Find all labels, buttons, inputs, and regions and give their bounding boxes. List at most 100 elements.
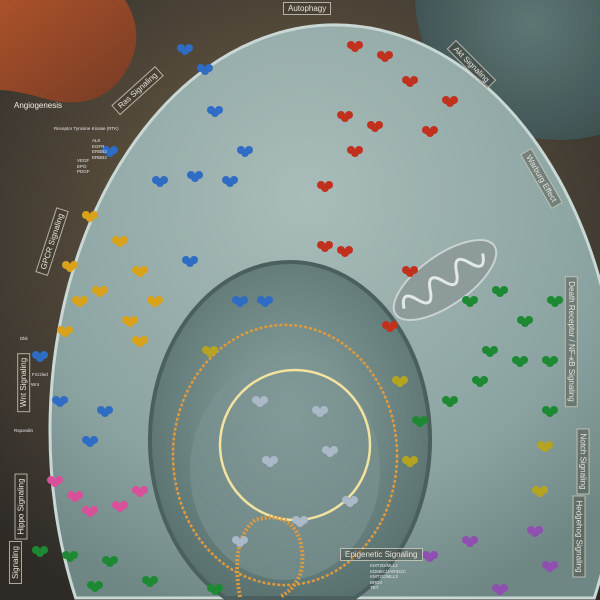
protein-blob: [550, 561, 558, 569]
protein-blob: [385, 51, 393, 59]
wnt-dkk: Dkk: [20, 336, 28, 341]
protein-blob: [345, 246, 353, 254]
protein-blob: [500, 584, 508, 592]
ligand: PDGF: [77, 169, 90, 174]
mitochondrion: [392, 238, 498, 322]
protein-blob: [190, 256, 198, 264]
protein-blob: [120, 501, 128, 509]
protein-blob: [550, 406, 558, 414]
protein-blob: [480, 376, 488, 384]
protein-blob: [80, 296, 88, 304]
protein-blob: [195, 171, 203, 179]
protein-blob: [155, 296, 163, 304]
label-notch-signaling: Notch Signaling: [576, 428, 590, 495]
protein-blob: [150, 576, 158, 584]
protein-blob: [230, 176, 238, 184]
protein-blob: [210, 346, 218, 354]
gene: KMT2C/MLL3: [370, 574, 398, 579]
protein-blob: [60, 396, 68, 404]
protein-blob: [430, 551, 438, 559]
protein-blob: [265, 296, 273, 304]
label-wnt-signaling: Wnt Signaling: [17, 352, 31, 413]
protein-blob: [375, 121, 383, 129]
protein-blob: [90, 211, 98, 219]
protein-blob: [355, 41, 363, 49]
protein-blob: [320, 406, 328, 414]
protein-blob: [410, 266, 418, 274]
protein-blob: [325, 181, 333, 189]
protein-blob: [525, 316, 533, 324]
rtk-member: ERBB2: [92, 149, 107, 154]
protein-blob: [55, 476, 63, 484]
label-hippo-signaling: Hippo Signaling: [14, 473, 28, 540]
protein-blob: [240, 536, 248, 544]
rtk-member: ERBB3: [92, 154, 107, 160]
protein-blob: [260, 396, 268, 404]
gene: KDM5C/JARID1C: [370, 568, 406, 574]
protein-blob: [90, 506, 98, 514]
protein-blob: [410, 76, 418, 84]
protein-blob: [140, 486, 148, 494]
protein-blob: [470, 296, 478, 304]
dna-strand: [235, 515, 305, 599]
protein-blob: [345, 111, 353, 119]
nucleus-core: [190, 360, 380, 580]
protein-blob: [110, 556, 118, 564]
protein-blob: [430, 126, 438, 134]
protein-blob: [110, 146, 118, 154]
label-death-receptor-signaling: Death Receptor / NF-κB Signaling: [564, 276, 578, 407]
protein-blob: [120, 236, 128, 244]
protein-blob: [105, 406, 113, 414]
gene: BRD4: [370, 579, 383, 585]
rtk-ligand-list: VEGF EPO PDGF: [77, 158, 90, 175]
protein-blob: [520, 356, 528, 364]
ligand: VEGF: [77, 158, 90, 163]
nuclear-envelope: [171, 323, 399, 587]
protein-blob: [450, 96, 458, 104]
rtk-member-list: ALK EGFR ERBB2 ERBB3: [92, 138, 107, 160]
protein-blob: [40, 351, 48, 359]
protein-blob: [215, 584, 223, 592]
protein-blob: [420, 416, 428, 424]
protein-blob: [70, 261, 78, 269]
protein-blob: [140, 266, 148, 274]
protein-blob: [300, 516, 308, 524]
protein-blob: [270, 456, 278, 464]
protein-blob: [410, 456, 418, 464]
protein-blob: [350, 496, 358, 504]
ligand: EPO: [77, 163, 87, 169]
protein-blob: [130, 316, 138, 324]
protein-blob: [450, 396, 458, 404]
wnt-wnt: Wnt: [31, 382, 40, 387]
protein-clusters: [32, 41, 563, 595]
protein-blob: [325, 241, 333, 249]
neighbor-cell-sphere: [415, 0, 600, 140]
label-epigenetic-signaling: Epigenetic Signaling: [340, 548, 423, 561]
protein-blob: [75, 491, 83, 499]
protein-blob: [390, 321, 398, 329]
label-rtk: Receptor Tyrosine Kinase (RTK): [54, 126, 119, 131]
protein-blob: [545, 441, 553, 449]
epigenetic-gene-list: KMT2D/MLL2 KDM5C/JARID1C KMT2C/MLL3 BRD4…: [370, 563, 406, 591]
protein-blob: [540, 486, 548, 494]
protein-blob: [400, 376, 408, 384]
protein-blob: [490, 346, 498, 354]
gene: TET: [370, 585, 379, 590]
rtk-member: EGFR: [92, 143, 105, 149]
blood-vessel-tube: [0, 0, 137, 103]
protein-blob: [185, 44, 193, 52]
wnt-frizzled: Frizzled: [32, 372, 48, 377]
label-jak-signaling: Signaling: [8, 541, 22, 584]
protein-blob: [205, 64, 213, 72]
rtk-member: ALK: [92, 138, 101, 143]
protein-blob: [95, 581, 103, 589]
wnt-rspondin: Rspondin: [14, 428, 34, 433]
protein-blob: [100, 286, 108, 294]
protein-blob: [550, 356, 558, 364]
protein-blob: [240, 296, 248, 304]
protein-blob: [90, 436, 98, 444]
gene: KMT2D/MLL2: [370, 563, 398, 568]
protein-blob: [140, 336, 148, 344]
protein-blob: [500, 286, 508, 294]
